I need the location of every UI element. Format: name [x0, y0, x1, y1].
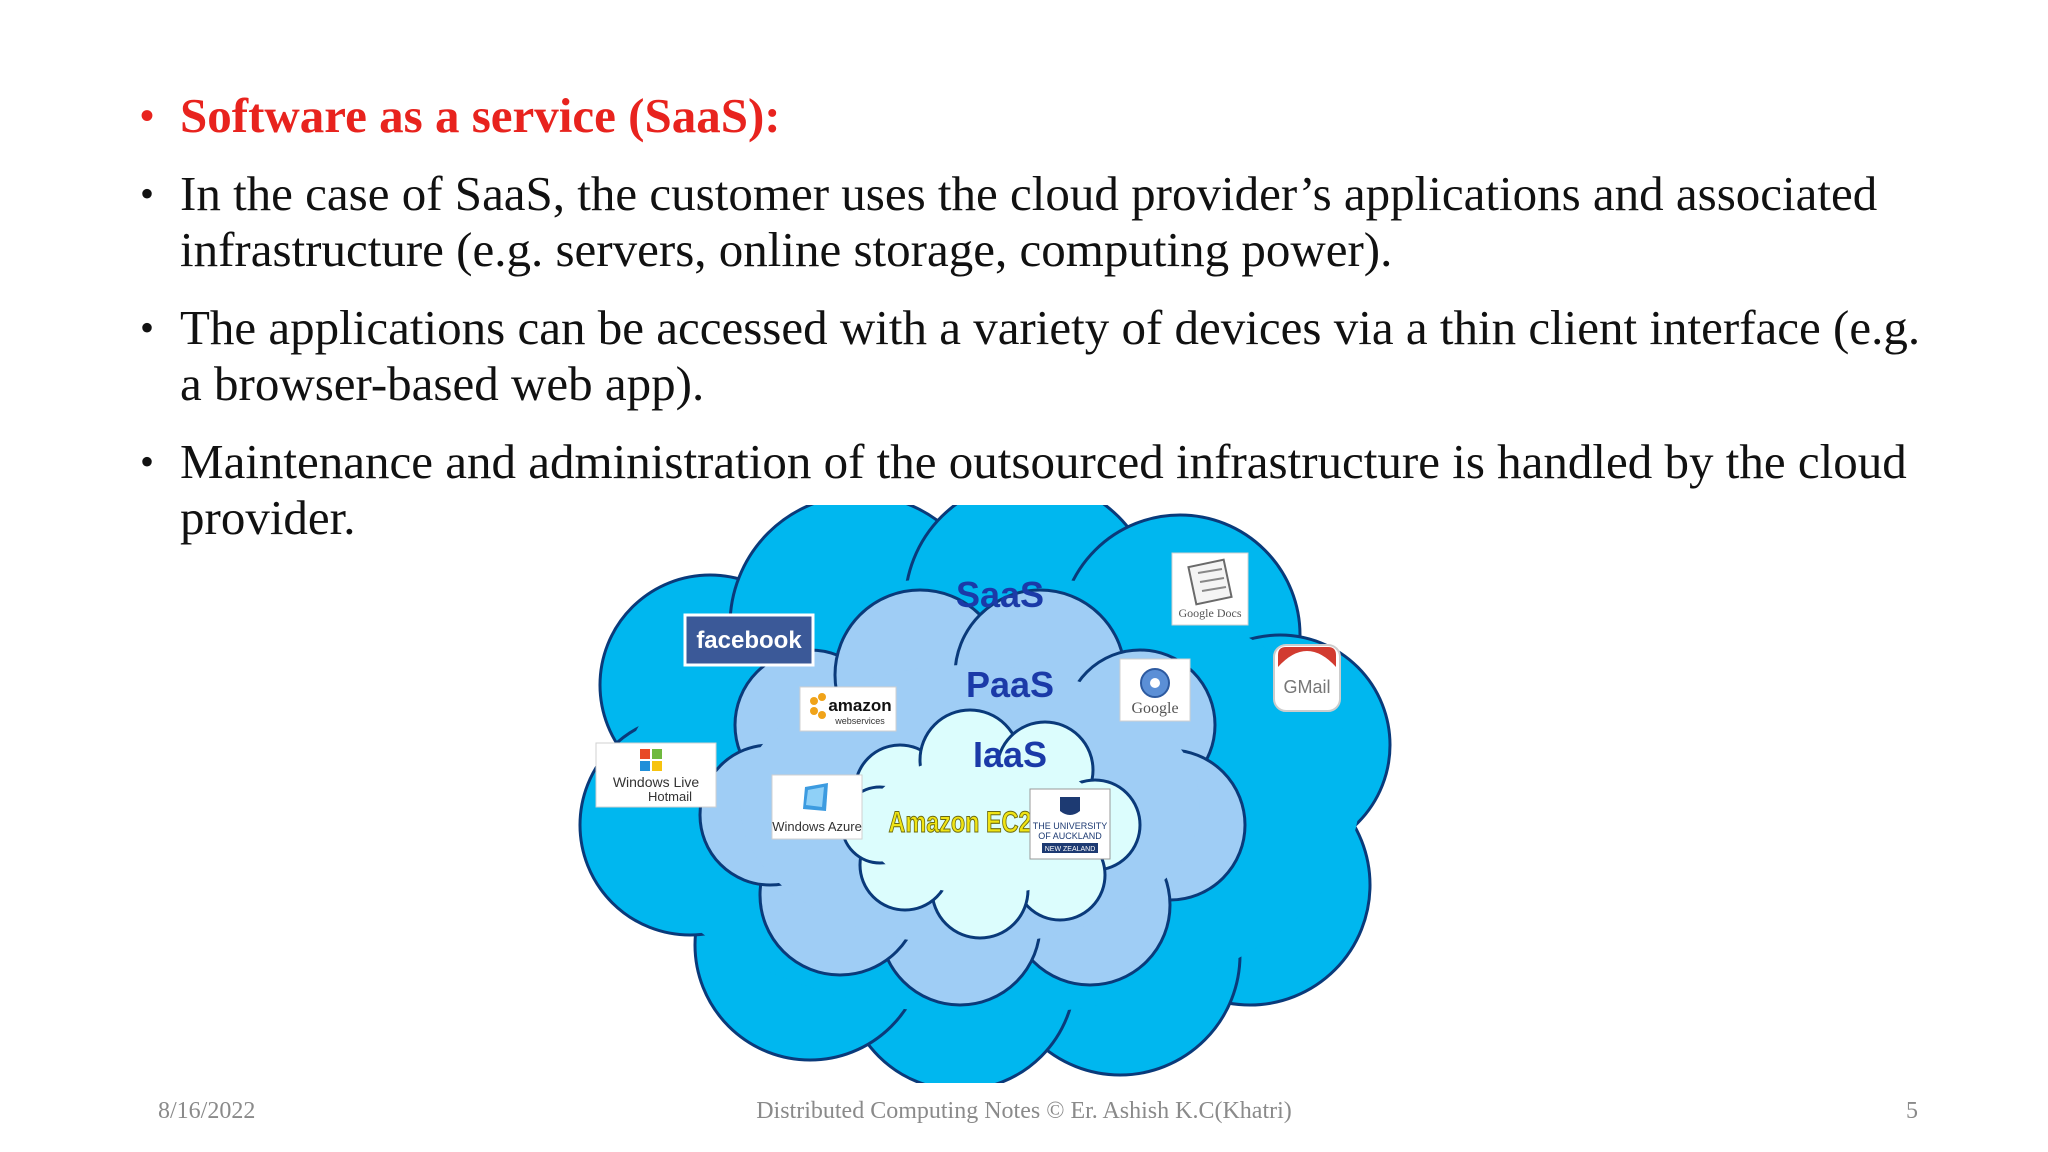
facebook-logo: facebook [683, 613, 815, 667]
windows-live-hotmail-logo: Windows Live Hotmail [595, 742, 717, 808]
google-docs-logo: Google Docs [1171, 552, 1249, 626]
university-auckland-logo: THE UNIVERSITY OF AUCKLAND NEW ZEALAND [1029, 788, 1111, 860]
svg-text:Hotmail: Hotmail [648, 789, 692, 804]
svg-text:amazon: amazon [828, 696, 891, 715]
svg-text:GMail: GMail [1283, 677, 1330, 697]
footer-date: 8/16/2022 [158, 1098, 256, 1124]
bullet-dot: • [140, 439, 155, 484]
svg-text:Google: Google [1131, 700, 1178, 717]
bullet-heading: • Software as a service (SaaS): [140, 88, 1940, 144]
bullet-dot: • [140, 305, 155, 350]
svg-text:Amazon EC2: Amazon EC2 [889, 805, 1032, 838]
bullet-item: • The applications can be accessed with … [140, 300, 1940, 412]
bullet-text: In the case of SaaS, the customer uses t… [180, 166, 1878, 277]
gmail-logo: GMail [1273, 644, 1341, 712]
heading-text: Software as a service (SaaS): [180, 88, 781, 143]
bullet-item: • In the case of SaaS, the customer uses… [140, 166, 1940, 278]
iaas-label: IaaS [973, 734, 1047, 775]
bullet-text: Maintenance and administration of the ou… [180, 434, 1907, 545]
bullet-dot: • [140, 171, 155, 216]
amazon-ec2-logo: Amazon EC2 [888, 805, 1032, 839]
svg-text:Windows Azure: Windows Azure [772, 819, 862, 834]
svg-text:NEW ZEALAND: NEW ZEALAND [1045, 846, 1096, 853]
svg-text:THE UNIVERSITY: THE UNIVERSITY [1033, 821, 1108, 831]
paas-label: PaaS [966, 664, 1054, 705]
bullet-item: • Maintenance and administration of the … [140, 434, 1940, 546]
saas-label: SaaS [956, 574, 1044, 615]
svg-text:OF AUCKLAND: OF AUCKLAND [1038, 831, 1102, 841]
footer-page-number: 5 [1906, 1098, 1918, 1124]
bullet-text: The applications can be accessed with a … [180, 300, 1921, 411]
footer-credit: Distributed Computing Notes © Er. Ashish… [756, 1098, 1292, 1124]
svg-text:Google Docs: Google Docs [1179, 606, 1242, 620]
svg-text:webservices: webservices [834, 716, 885, 726]
svg-text:facebook: facebook [696, 627, 802, 654]
bullet-list: • Software as a service (SaaS): • In the… [140, 88, 1940, 568]
amazon-webservices-logo: amazon webservices [799, 686, 897, 732]
svg-text:Windows Live: Windows Live [613, 774, 700, 790]
cloud-layers-diagram: SaaS PaaS IaaS facebook Google Docs [560, 505, 1420, 1083]
bullet-dot: • [140, 93, 155, 138]
windows-azure-logo: Windows Azure [771, 774, 863, 840]
google-logo: Google [1119, 658, 1191, 722]
